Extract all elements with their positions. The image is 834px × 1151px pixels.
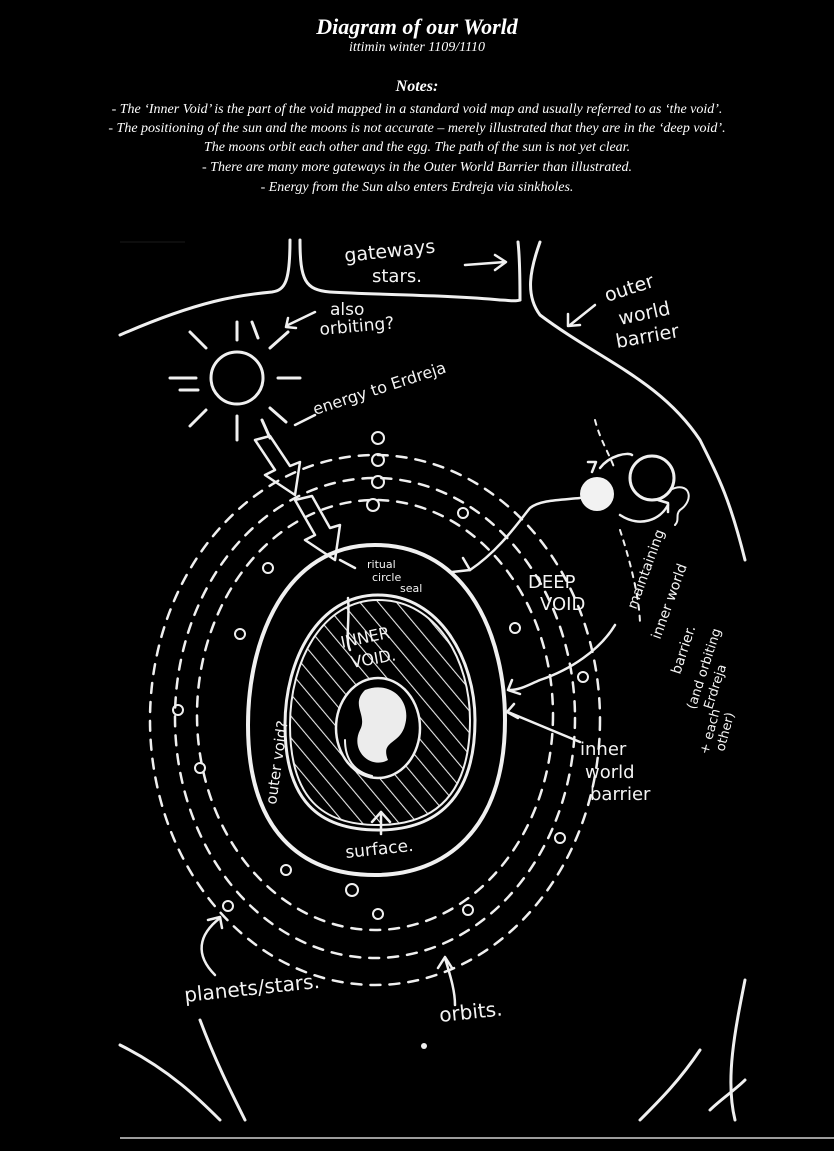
note-5: - Energy from the Sun also enters Erdrej… bbox=[260, 180, 574, 195]
outer-world-barrier bbox=[118, 238, 747, 562]
note-2: - The positioning of the sun and the moo… bbox=[108, 121, 726, 136]
surface-outline bbox=[283, 593, 477, 832]
erdreja-core bbox=[334, 676, 422, 780]
label-also: also bbox=[330, 300, 364, 320]
label-gateways: gateways bbox=[343, 236, 436, 267]
label-maintaining-3: barrier. bbox=[669, 624, 700, 677]
label-planets-stars: planets/stars. bbox=[183, 969, 321, 1007]
label-deep: DEEP bbox=[528, 572, 576, 593]
notebook-lines bbox=[120, 241, 834, 1139]
page-title: Diagram of our World bbox=[316, 14, 518, 39]
inner-world-barrier bbox=[246, 543, 507, 877]
label-inner-world-2: world bbox=[585, 762, 635, 783]
label-stars: stars. bbox=[372, 266, 422, 287]
label-inner-world-3: barrier bbox=[590, 784, 651, 805]
planets-arrow bbox=[200, 915, 224, 977]
dot-marker bbox=[421, 1043, 427, 1049]
label-orbits: orbits. bbox=[438, 996, 504, 1026]
note-4: - There are many more gateways in the Ou… bbox=[202, 160, 632, 175]
note-1: - The ‘Inner Void’ is the part of the vo… bbox=[111, 102, 723, 117]
moons-icon bbox=[580, 419, 690, 626]
label-energy: energy to Erdreja bbox=[310, 358, 448, 419]
label-circle: circle bbox=[372, 571, 401, 584]
label-surface: surface. bbox=[344, 836, 414, 863]
orbits bbox=[148, 453, 602, 987]
page-subtitle: ittimin winter 1109/1110 bbox=[348, 40, 486, 55]
inner-barrier-arrow bbox=[505, 702, 582, 744]
ritual-seal-arrow bbox=[338, 558, 357, 652]
notes-heading: Notes: bbox=[395, 78, 439, 95]
surface-arrow bbox=[370, 810, 392, 836]
note-3: The moons orbit each other and the egg. … bbox=[203, 140, 631, 155]
label-void: VOID bbox=[540, 594, 585, 615]
label-inner-world-1: inner bbox=[580, 739, 627, 760]
label-seal: seal bbox=[400, 582, 422, 595]
energy-arrow bbox=[253, 434, 342, 562]
orbits-arrow bbox=[436, 955, 457, 1007]
label-ritual: ritual bbox=[367, 558, 396, 571]
planets-stars bbox=[172, 431, 589, 920]
deep-void-arrows bbox=[450, 496, 617, 696]
sun-icon bbox=[168, 320, 302, 442]
outer-world-barrier-bottom bbox=[118, 978, 747, 1122]
label-arrows bbox=[284, 253, 597, 427]
